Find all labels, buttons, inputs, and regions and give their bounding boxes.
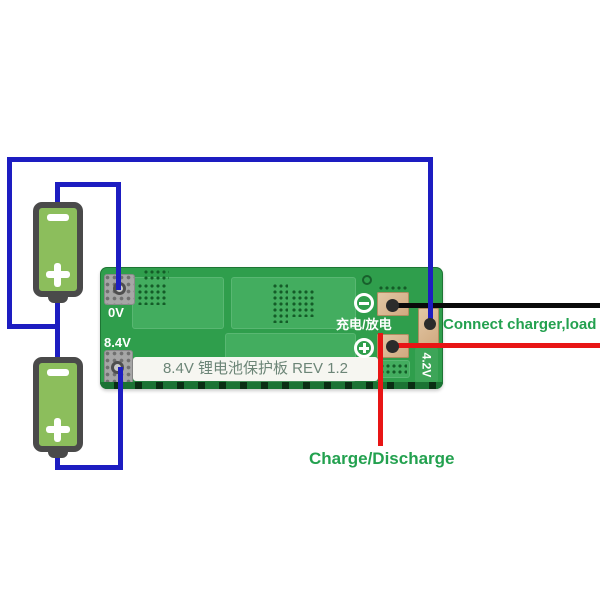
- via-dots: [272, 283, 288, 323]
- battery-plus-icon: [46, 263, 70, 287]
- pad-42v-strip: 4.2V: [415, 348, 438, 382]
- wire-blue-bat2-plus: [55, 454, 60, 470]
- charge-discharge-label: Charge/Discharge: [309, 449, 455, 468]
- wire-blue-top: [7, 157, 433, 162]
- via-dots: [291, 289, 315, 317]
- battery-plus-icon: [46, 418, 70, 442]
- wire-black-charger: [391, 303, 600, 308]
- wire-blue-to-42v-pad: [428, 157, 433, 321]
- solder-joint-black: [386, 299, 399, 312]
- board-silkscreen-label: 8.4V 锂电池保护板 REV 1.2: [133, 357, 378, 381]
- circled-minus-icon: [354, 293, 374, 313]
- via-dots: [143, 269, 169, 280]
- battery-minus-icon: [47, 369, 69, 376]
- wire-blue-left-tap: [7, 324, 60, 329]
- solder-joint-42v: [424, 318, 436, 330]
- battery-cell-2: [33, 357, 83, 452]
- circled-plus-icon: [354, 338, 374, 358]
- battery1-terminal-nub: [48, 294, 68, 303]
- via-dots: [137, 283, 167, 305]
- pcb-castellated-edge: [100, 382, 443, 389]
- pad-0v-label: 0V: [108, 305, 124, 320]
- charge-discharge-cn-label: 充电/放电: [336, 317, 392, 332]
- solder-joint-red: [386, 340, 399, 353]
- wire-blue-to-0v-pad: [116, 182, 121, 290]
- via-dots: [379, 363, 407, 375]
- battery-minus-icon: [47, 214, 69, 221]
- battery-cell-1: [33, 202, 83, 297]
- fiducial-hole: [362, 275, 372, 285]
- pad-84v-label: 8.4V: [104, 335, 131, 350]
- wire-blue-bat1-top: [55, 182, 121, 187]
- via-dots: [378, 285, 408, 292]
- wire-red-charge-discharge: [378, 333, 383, 446]
- wire-blue-series-link: [55, 296, 60, 360]
- battery2-terminal-nub: [48, 449, 68, 458]
- wire-blue-bat1-minus: [55, 182, 60, 204]
- pad-42v-label: 4.2V: [419, 352, 434, 378]
- wire-red-charger: [391, 343, 600, 348]
- connect-charger-load-label: Connect charger,load: [443, 316, 597, 333]
- wire-blue-bat2-bottom: [55, 465, 123, 470]
- bms-protection-board: 0V 8.4V 8.4V 锂电池保护板 REV 1.2 充电/放电 4.2V: [100, 267, 443, 389]
- wire-blue-to-84v-pad: [118, 367, 123, 470]
- wire-blue-left: [7, 157, 12, 329]
